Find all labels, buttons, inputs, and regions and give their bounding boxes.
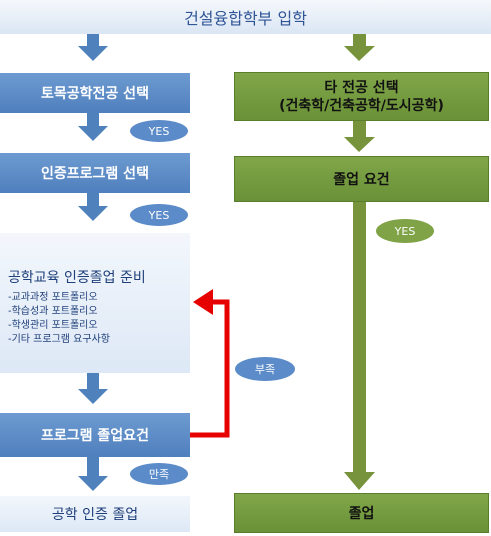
arrow-down-4 xyxy=(78,373,108,404)
prep-item: -기타 프로그램 요구사항 xyxy=(8,334,110,345)
yes-badge-1: YES xyxy=(130,120,188,142)
cert-graduation-box: 공학 인증 졸업 xyxy=(0,496,190,532)
arrow-down-5 xyxy=(78,457,108,491)
feedback-arrowhead xyxy=(193,289,213,315)
prep-item: -학생관리 포트폴리오 xyxy=(8,320,98,331)
civil-major-box: 토목공학전공 선택 xyxy=(0,73,190,113)
graduation-req-box: 프로그램 졸업요건 xyxy=(0,413,190,457)
title-text: 건설융합학부 입학 xyxy=(184,9,307,28)
prep-box: 공학교육 인증졸업 준비 -교과과정 포트폴리오 -학습성과 포트폴리오 -학생… xyxy=(0,233,190,373)
other-major-box: 타 전공 선택 (건축학/건축공학/도시공학) xyxy=(234,72,489,121)
other-major-line2: (건축학/건축공학/도시공학) xyxy=(279,97,444,114)
feedback-line xyxy=(190,299,230,438)
other-major-line1: 타 전공 선택 xyxy=(324,79,399,96)
title-bar: 건설융합학부 입학 xyxy=(0,0,491,34)
prep-item: -교과과정 포트폴리오 xyxy=(8,292,98,303)
cert-graduation-label: 공학 인증 졸업 xyxy=(51,507,139,523)
yes-badge-right: YES xyxy=(376,219,434,243)
arrow-down-green-3 xyxy=(344,202,375,490)
civil-major-label: 토목공학전공 선택 xyxy=(41,86,149,102)
graduation-label: 졸업 xyxy=(348,506,375,522)
arrow-down-2 xyxy=(78,113,108,141)
arrow-down-3 xyxy=(78,193,108,221)
yes-badge-2: YES xyxy=(130,204,188,226)
yes-label-1: YES xyxy=(148,124,170,138)
cert-program-box: 인증프로그램 선택 xyxy=(0,153,190,193)
right-graduation-req-box: 졸업 요건 xyxy=(234,156,489,202)
arrow-down-green-1 xyxy=(344,34,375,61)
satisfy-label: 만족 xyxy=(148,468,170,481)
cert-program-label: 인증프로그램 선택 xyxy=(41,166,149,182)
prep-item: -학습성과 포트폴리오 xyxy=(8,306,98,317)
graduation-box: 졸업 xyxy=(234,493,489,533)
arrow-down-green-2 xyxy=(344,120,375,152)
right-graduation-req-label: 졸업 요건 xyxy=(333,172,390,188)
yes-label-2: YES xyxy=(148,208,170,222)
shortage-badge: 부족 xyxy=(235,357,295,381)
arrow-down-1 xyxy=(78,34,108,61)
yes-label-right: YES xyxy=(394,224,416,238)
prep-title: 공학교육 인증졸업 준비 xyxy=(8,270,146,286)
satisfy-badge: 만족 xyxy=(130,463,188,485)
shortage-label: 부족 xyxy=(254,363,276,376)
graduation-req-label: 프로그램 졸업요건 xyxy=(41,428,149,444)
